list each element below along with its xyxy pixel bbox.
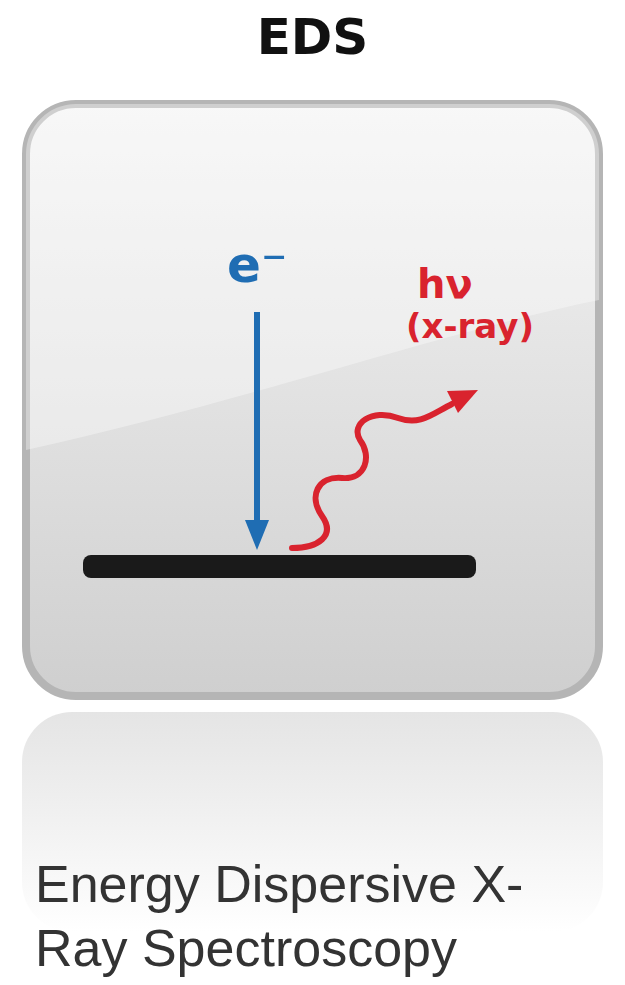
xray-label: (x-ray) — [406, 308, 534, 345]
electron-beam — [254, 312, 260, 525]
arrow-head — [245, 520, 269, 550]
gloss — [26, 104, 599, 450]
sample-bar — [83, 555, 476, 578]
arrow-head — [447, 390, 478, 413]
caption: Energy Dispersive X-Ray Spectroscopy — [35, 852, 535, 980]
xray-wave — [292, 404, 452, 548]
icon-frame — [26, 104, 599, 696]
xray-label: hν — [417, 262, 473, 306]
title: EDS — [0, 8, 625, 66]
electron-label: e⁻ — [227, 238, 287, 293]
